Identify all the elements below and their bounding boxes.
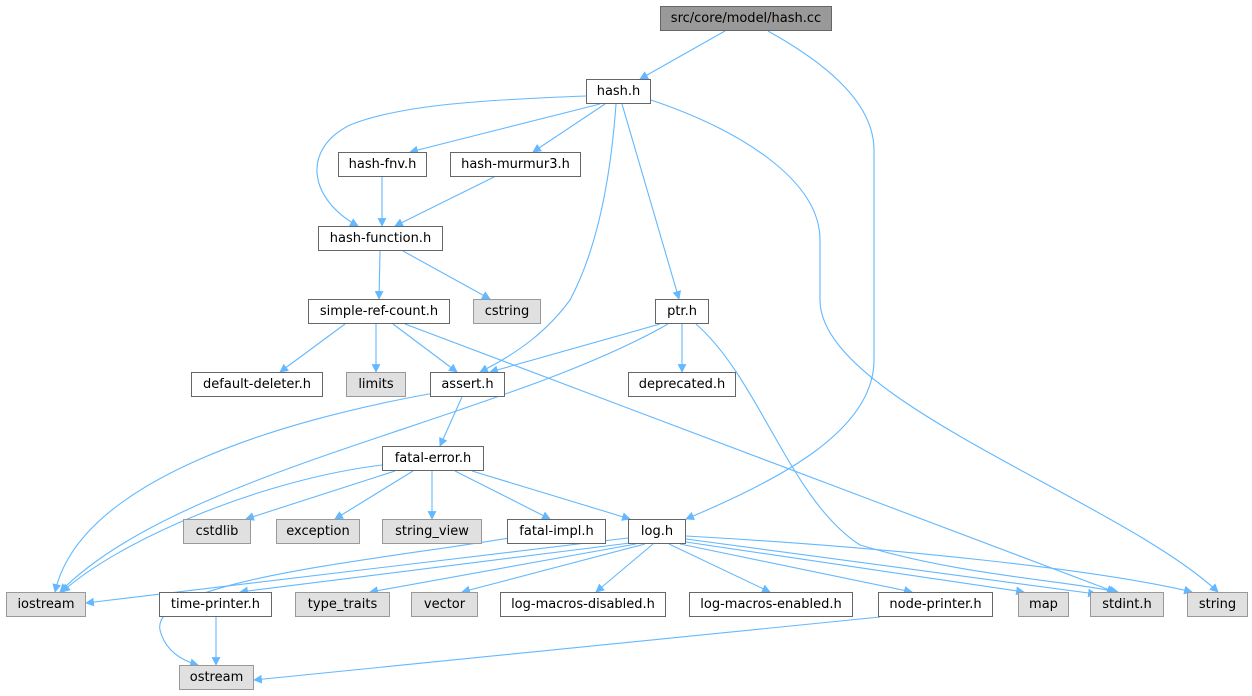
node-string: string (1187, 592, 1248, 617)
edge-log-to-vector (461, 543, 646, 595)
edge-hash-to-assert (479, 103, 617, 373)
edge-log-to-stdint (685, 538, 1097, 598)
node-assert-h[interactable]: assert.h (430, 372, 505, 397)
edge-hash-function-to-simple-ref-count (374, 250, 384, 300)
edge-log-to-node-printer (679, 543, 913, 595)
node-log-macros-enabled-h[interactable]: log-macros-enabled.h (689, 592, 853, 617)
edge-ptr-to-iostream (59, 323, 669, 593)
edge-log-to-log-macros-disabled (595, 543, 654, 593)
node-fatal-impl-h[interactable]: fatal-impl.h (507, 519, 606, 544)
edge-log-to-map (685, 541, 1025, 596)
node-type-traits: type_traits (295, 592, 390, 617)
node-vector: vector (411, 592, 478, 617)
edge-hash-to-hash-murmur3 (532, 103, 606, 153)
node-limits: limits (346, 372, 406, 397)
node-iostream: iostream (6, 592, 86, 617)
node-log-h[interactable]: log.h (628, 519, 686, 544)
edge-ptr-to-assert (489, 323, 661, 375)
node-exception: exception (276, 519, 360, 544)
node-default-deleter-h[interactable]: default-deleter.h (191, 372, 323, 397)
node-simple-ref-count-h[interactable]: simple-ref-count.h (308, 299, 450, 324)
node-node-printer-h[interactable]: node-printer.h (878, 592, 993, 617)
node-ostream: ostream (179, 665, 254, 690)
dependency-edges (52, 30, 1219, 684)
node-hash-function-h[interactable]: hash-function.h (318, 226, 443, 251)
node-cstring: cstring (473, 299, 541, 324)
node-fatal-error-h[interactable]: fatal-error.h (382, 446, 484, 471)
edge-ptr-to-stdint (695, 323, 1119, 595)
edge-fatal-error-to-iostream (61, 464, 383, 593)
edge-hash-to-hash-function (316, 95, 587, 227)
edge-log-to-log-macros-enabled (668, 543, 771, 593)
edge-fatal-error-to-fatal-impl (454, 470, 551, 520)
edge-simple-ref-count-to-assert (392, 323, 458, 373)
node-cstdlib: cstdlib (183, 519, 251, 544)
node-time-printer-h[interactable]: time-printer.h (159, 592, 272, 617)
node-hash-h[interactable]: hash.h (586, 79, 651, 104)
node-log-macros-disabled-h[interactable]: log-macros-disabled.h (500, 592, 666, 617)
edge-hash-to-string (650, 99, 1219, 593)
edge-root-to-hash (639, 30, 726, 80)
edge-hash-murmur3-to-hash-function (394, 176, 495, 227)
node-ptr-h[interactable]: ptr.h (655, 299, 709, 324)
edge-log-to-time-printer (239, 542, 631, 596)
edge-hash-function-to-cstring (402, 250, 491, 300)
node-hash-murmur3-h[interactable]: hash-murmur3.h (450, 152, 581, 177)
node-deprecated-h[interactable]: deprecated.h (628, 372, 736, 397)
edge-simple-ref-count-to-default-deleter (279, 323, 346, 373)
node-stdint-h: stdint.h (1090, 592, 1164, 617)
edge-log-to-type-traits (369, 543, 637, 595)
edge-fatal-error-to-exception (334, 470, 414, 520)
node-map: map (1018, 592, 1069, 617)
edge-fatal-error-to-log (471, 470, 631, 521)
edge-assert-to-iostream (52, 391, 441, 593)
edge-hash-to-hash-fnv (409, 103, 601, 155)
edge-node-printer-to-ostream (253, 616, 881, 684)
edge-assert-to-fatal-error (439, 396, 463, 447)
edge-log-to-string (685, 535, 1193, 595)
node-hash-fnv-h[interactable]: hash-fnv.h (338, 152, 427, 177)
edge-simple-ref-count-to-stdint (404, 323, 1116, 594)
node-hash-cc[interactable]: src/core/model/hash.cc (660, 6, 832, 31)
node-string-view: string_view (382, 519, 482, 544)
edge-hash-to-ptr (621, 103, 682, 300)
edge-fatal-error-to-cstdlib (245, 470, 396, 521)
edge-root-to-log (685, 30, 875, 521)
